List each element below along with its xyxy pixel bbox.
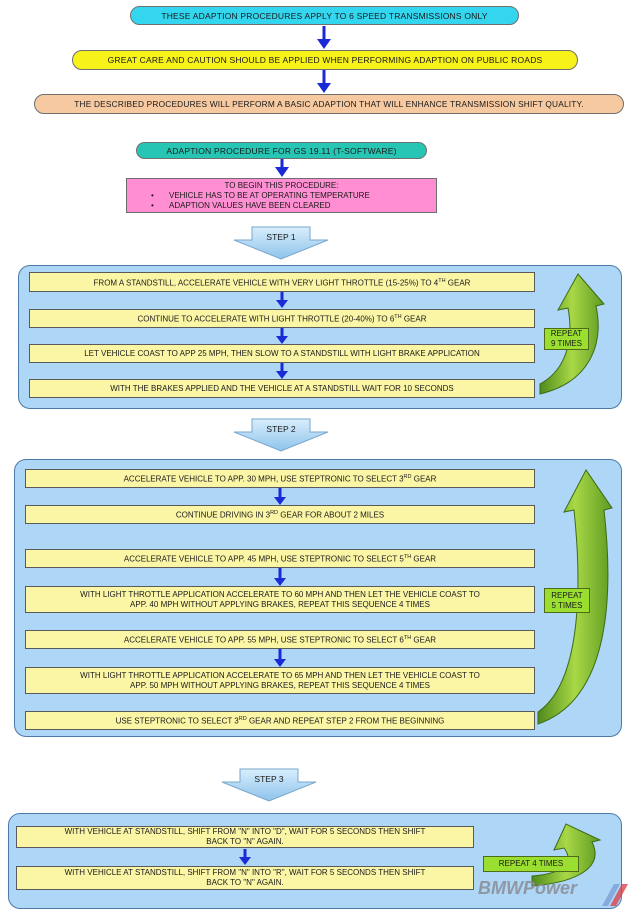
prerequisites-list: VEHICLE HAS TO BE AT OPERATING TEMPERATU… xyxy=(133,191,430,211)
down-arrow-icon xyxy=(317,26,331,50)
step-1-instruction: FROM A STANDSTILL, ACCELERATE VEHICLE WI… xyxy=(29,272,535,292)
step-3-arrow: STEP 3 xyxy=(220,768,318,802)
down-arrow-icon xyxy=(276,328,288,345)
repeat-loop-arrow-icon xyxy=(536,466,620,732)
down-arrow-icon xyxy=(317,70,331,94)
scope-banner: THESE ADAPTION PROCEDURES APPLY TO 6 SPE… xyxy=(130,6,519,25)
step-2-instruction: USE STEPTRONIC TO SELECT 3RD GEAR AND RE… xyxy=(25,711,535,730)
step-2-instruction: WITH LIGHT THROTTLE APPLICATION ACCELERA… xyxy=(25,586,535,613)
step-1-instruction: WITH THE BRAKES APPLIED AND THE VEHICLE … xyxy=(29,379,535,398)
step-1-label: STEP 1 xyxy=(266,232,296,242)
purpose-banner: THE DESCRIBED PROCEDURES WILL PERFORM A … xyxy=(34,94,624,114)
down-arrow-icon xyxy=(274,488,286,506)
step-2-label: STEP 2 xyxy=(266,424,296,434)
step-2-instruction: WITH LIGHT THROTTLE APPLICATION ACCELERA… xyxy=(25,667,535,694)
prerequisite-item: VEHICLE HAS TO BE AT OPERATING TEMPERATU… xyxy=(151,191,430,201)
down-arrow-icon xyxy=(274,568,286,587)
prerequisites-box: TO BEGIN THIS PROCEDURE: VEHICLE HAS TO … xyxy=(126,178,437,213)
step-1-arrow: STEP 1 xyxy=(232,226,330,260)
down-arrow-icon xyxy=(276,292,288,309)
step-3-instruction: WITH VEHICLE AT STANDSTILL, SHIFT FROM "… xyxy=(16,826,474,848)
step-3-label: STEP 3 xyxy=(254,774,284,784)
procedure-title: ADAPTION PROCEDURE FOR GS 19.11 (T-SOFTW… xyxy=(136,142,427,159)
logo-stripes-icon xyxy=(592,880,628,908)
step-1-instruction: CONTINUE TO ACCELERATE WITH LIGHT THROTT… xyxy=(29,309,535,328)
step-2-arrow: STEP 2 xyxy=(232,418,330,452)
step-2-instruction: ACCELERATE VEHICLE TO APP. 30 MPH, USE S… xyxy=(25,469,535,488)
step-2-instruction: ACCELERATE VEHICLE TO APP. 45 MPH, USE S… xyxy=(25,549,535,568)
prerequisites-title: TO BEGIN THIS PROCEDURE: xyxy=(224,181,339,190)
step-2-instruction: ACCELERATE VEHICLE TO APP. 55 MPH, USE S… xyxy=(25,630,535,649)
step-1-instruction: LET VEHICLE COAST TO APP 25 MPH, THEN SL… xyxy=(29,344,535,363)
down-arrow-icon xyxy=(274,649,286,668)
down-arrow-icon xyxy=(276,363,288,380)
caution-banner: GREAT CARE AND CAUTION SHOULD BE APPLIED… xyxy=(72,50,578,70)
prerequisite-item: ADAPTION VALUES HAVE BEEN CLEARED xyxy=(151,201,430,211)
step-3-instruction: WITH VEHICLE AT STANDSTILL, SHIFT FROM "… xyxy=(16,866,474,890)
step-3-repeat-badge: REPEAT 4 TIMES xyxy=(483,856,579,872)
step-2-instruction: CONTINUE DRIVING IN 3RD GEAR FOR ABOUT 2… xyxy=(25,505,535,524)
bmwpower-watermark-logo: BMWPower xyxy=(478,878,577,898)
down-arrow-icon xyxy=(275,159,289,178)
down-arrow-icon xyxy=(239,849,251,866)
